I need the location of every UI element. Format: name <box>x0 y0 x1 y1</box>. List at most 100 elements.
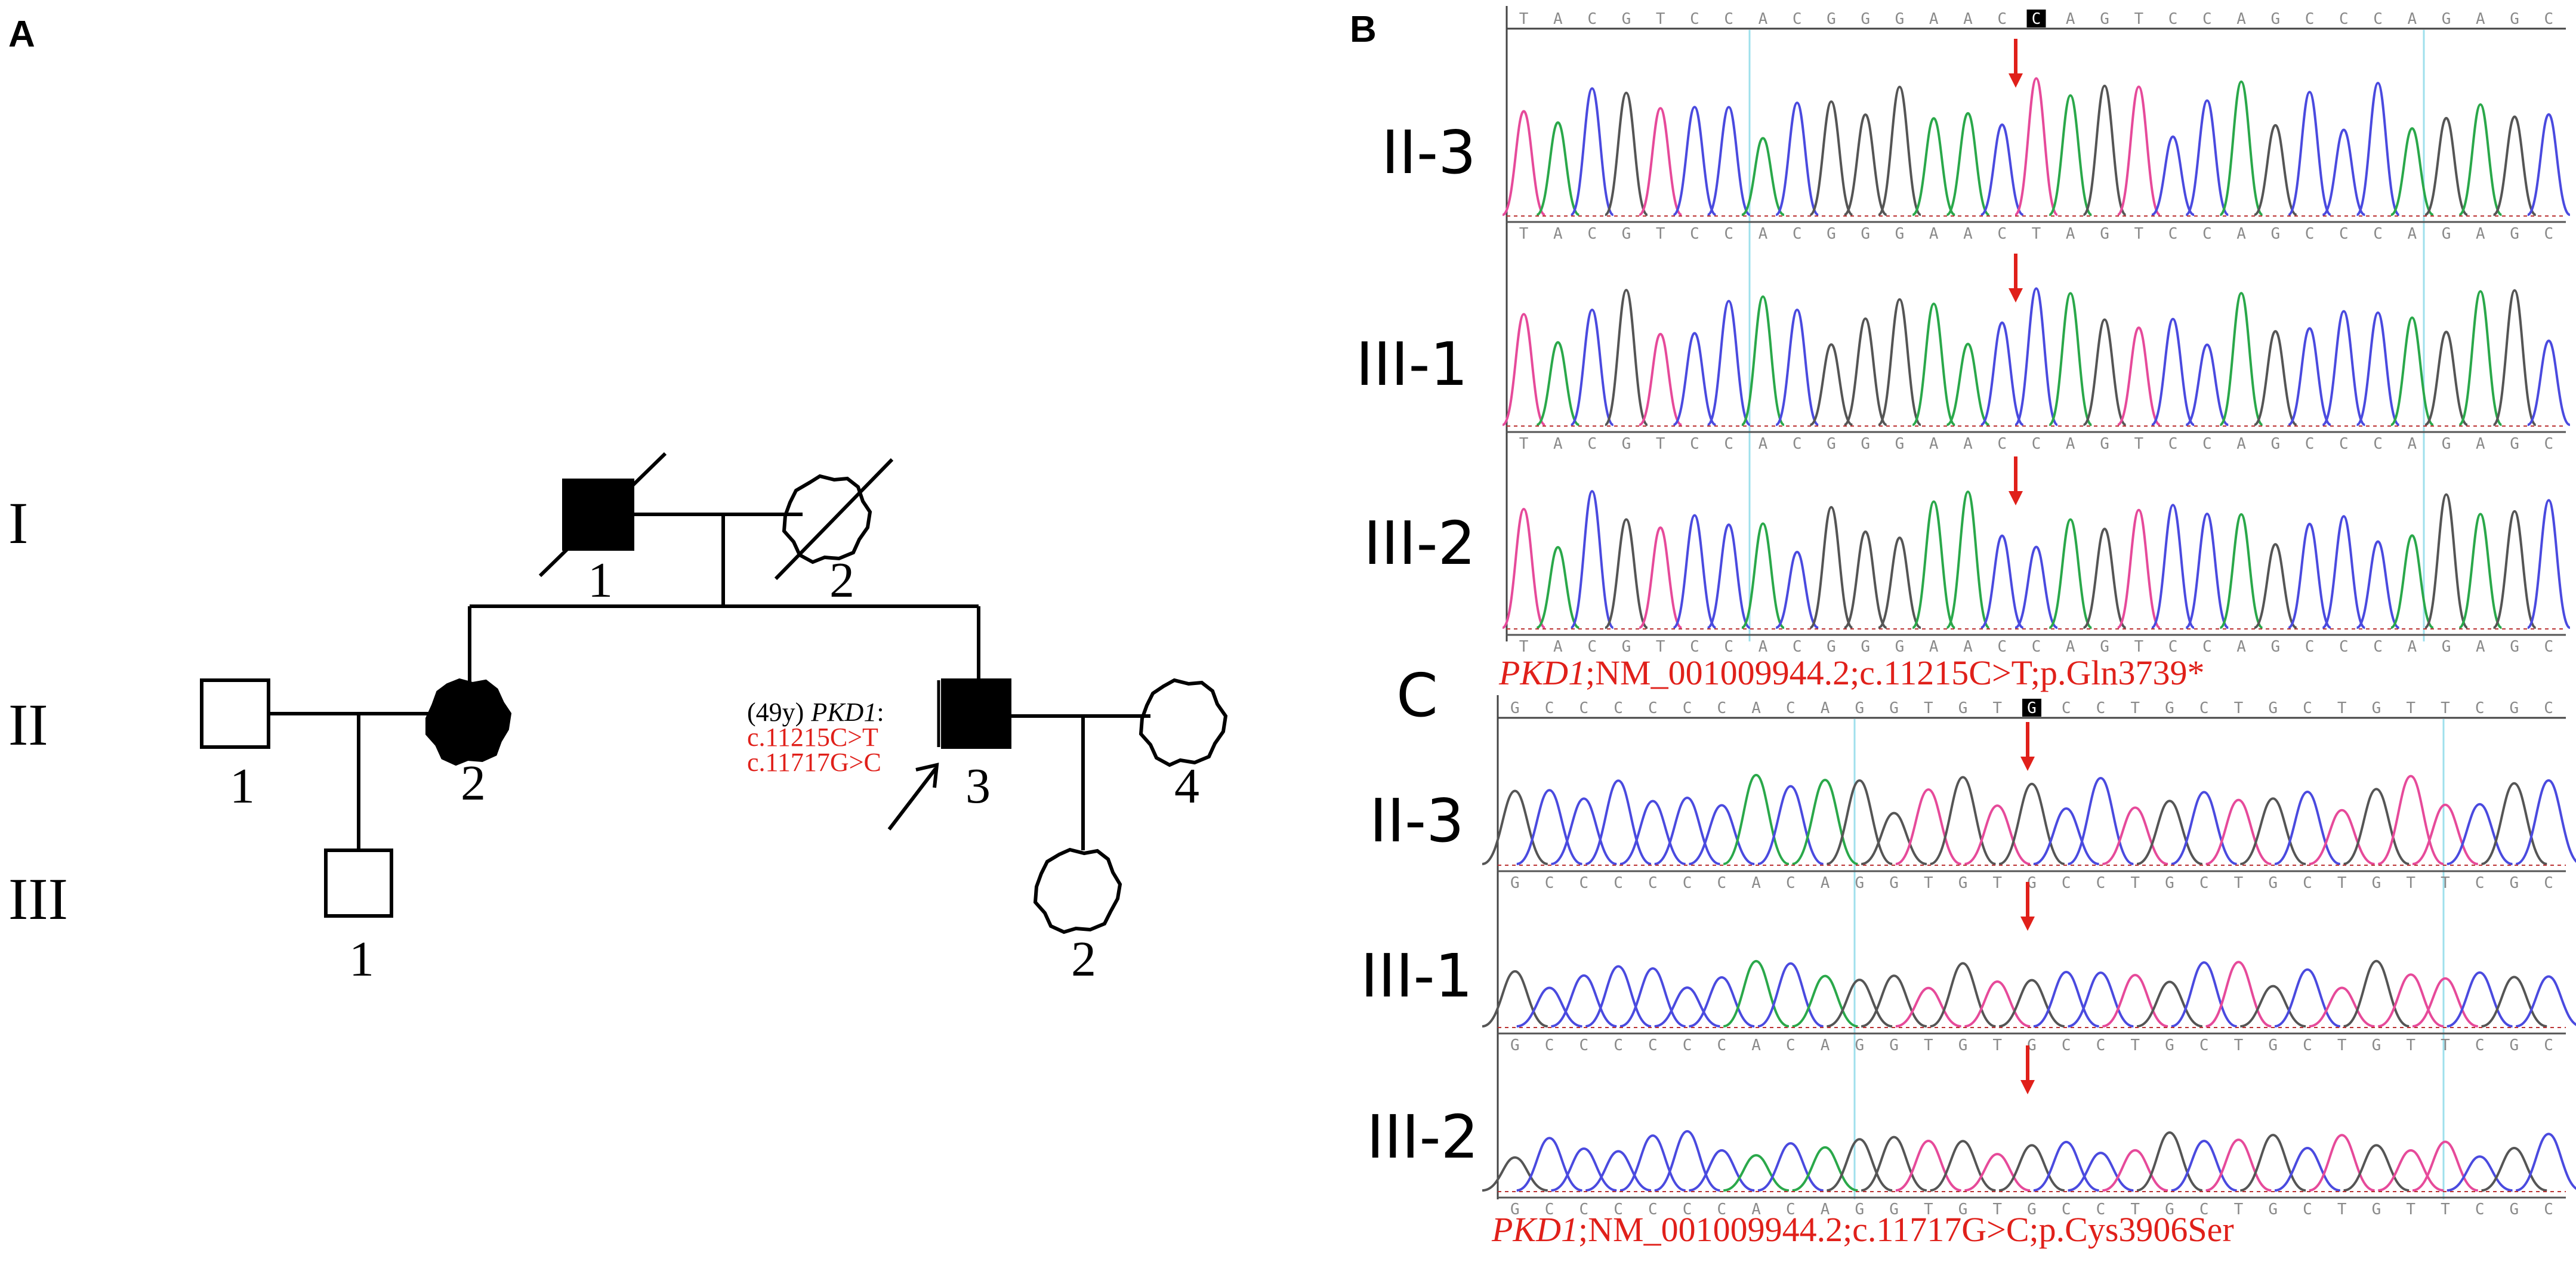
panel-b-row-0-peak-C <box>1570 87 1614 216</box>
panel-b-row-0-peak-C <box>2185 99 2229 216</box>
panel-b-row-0-sequence-base: G <box>2442 225 2451 243</box>
panel-c-row-1-peak-C <box>1619 967 1686 1028</box>
panel-b-row-1-peak-G <box>2083 318 2127 426</box>
panel-b-top-sequence-base: C <box>1793 10 1802 28</box>
pedigree-I-1-deceased-slash <box>538 452 667 578</box>
panel-c-row-0-sequence-base: T <box>2406 874 2415 892</box>
panel-c-row-0-peak-T <box>2102 806 2168 865</box>
panel-b-row-0-sequence-base: C <box>1997 225 2007 243</box>
panel-c-row-2-sequence-base: T <box>2337 1201 2347 1218</box>
panel-b-row-1-sequence-base: T <box>1656 435 1665 453</box>
panel-c-row-1-red-arrowhead <box>2020 917 2035 931</box>
pedigree-id-II-3: 3 <box>965 758 991 814</box>
panel-b-top-sequence-base: G <box>2270 10 2280 28</box>
panel-c-row-1-sequence-base: T <box>2234 1036 2244 1054</box>
panel-c-row-2-sequence-base: T <box>1924 1201 1933 1218</box>
panel-c-row-2-sequence-base: G <box>2510 1201 2519 1218</box>
panel-b-top-sequence-highlight-base: C <box>2032 10 2041 28</box>
panel-c-row-1-peak-C <box>1689 976 1755 1028</box>
panel-c-row-2-sequence-base: A <box>1751 1201 1761 1218</box>
panel-c-row-label-II-3: II-3 <box>1369 786 1464 856</box>
panel-c-row-1-peak-C <box>1585 965 1652 1028</box>
panel-c-row-1-sequence-base: C <box>1683 1036 1692 1054</box>
panel-c-row-2-peak-C <box>1654 1130 1720 1192</box>
panel-c-row-0-peak-T <box>2205 798 2272 865</box>
panel-c-row-0-peak-G <box>2136 800 2203 865</box>
panel-b-row-label-II-3: II-3 <box>1381 118 1476 187</box>
panel-b-row-2-sequence-base: A <box>1929 638 1939 656</box>
panel-c-row-0-peak-C <box>1689 804 1755 865</box>
panel-c-row-2-sequence-base: C <box>1786 1201 1796 1218</box>
panel-c-row-2-sequence-base: C <box>1579 1201 1589 1218</box>
panel-c-row-1-peak-G <box>1861 974 1927 1028</box>
panel-b-row-2-sequence-base: G <box>1895 638 1905 656</box>
generation-label-I: I <box>8 490 28 556</box>
panel-c-row-1-peak-C <box>2515 975 2576 1028</box>
panel-c-row-1-sequence-base: A <box>1821 1036 1830 1054</box>
panel-b-row-2-peak-T <box>2117 508 2161 629</box>
panel-b-row-1-sequence-base: A <box>2476 435 2485 453</box>
panel-c-row-0-sequence-base: T <box>1992 874 2002 892</box>
panel-c-row-1-sequence-base: C <box>1614 1036 1623 1054</box>
pedigree-II-2-affected-female <box>425 678 512 766</box>
generation-label-III: III <box>8 866 68 932</box>
panel-b-row-0-peak-G <box>2083 84 2127 216</box>
panel-c-row-0-sequence-base: T <box>2234 874 2244 892</box>
panel-c-row-2-sequence-base: G <box>2268 1201 2278 1218</box>
panel-c-row-0-peak-C <box>1551 797 1617 865</box>
panel-b-row-1-red-arrowhead <box>2009 288 2023 303</box>
proband-arrow <box>887 767 937 831</box>
panel-b-row-0-peak-C <box>1673 106 1717 216</box>
panel-c-row-1-sequence-base: C <box>2199 1036 2209 1054</box>
panel-c-top-sequence-base: T <box>2441 699 2450 717</box>
panel-b-row-2-sequence-base: G <box>2270 638 2280 656</box>
panel-b-top-sequence-base: G <box>1622 10 1631 28</box>
pedigree-II-3-affected-male-proband <box>941 678 1011 749</box>
panel-b-row-0-sequence-base: T <box>1656 225 1665 243</box>
panel-b-row-2-sequence-base: G <box>1861 638 1870 656</box>
panel-c-top-sequence-base: C <box>1717 699 1726 717</box>
pedigree-id-I-2: 2 <box>829 553 854 608</box>
panel-b-row-1-sequence-base: T <box>2134 435 2143 453</box>
panel-c-row-0-peak-C <box>1654 796 1720 865</box>
panel-c-row-0-sequence-base: G <box>1889 874 1899 892</box>
panel-c-row-2-peak-T <box>2102 1149 2168 1192</box>
panel-b-row-0-sequence-base: G <box>2270 225 2280 243</box>
panel-b-row-0-sequence-base: G <box>1895 225 1905 243</box>
panel-b-row-0-sequence-base: C <box>1690 225 1699 243</box>
panel-b-row-2-peak-T <box>1502 508 1546 629</box>
panel-b-row-0-sequence-base: C <box>2168 225 2178 243</box>
pedigree-I-1-affected-male <box>562 479 634 551</box>
panel-c-top-sequence-base: C <box>2303 699 2312 717</box>
pedigree-II-4-female <box>1139 678 1228 767</box>
proband-gene: PKD1 <box>810 698 877 727</box>
panel-b-top-sequence-base: A <box>2066 10 2075 28</box>
pedigree-I-2-deceased-slash <box>774 458 894 581</box>
panel-b-row-0-peak-C <box>1707 106 1751 216</box>
panel-b-row-2-sequence-base: T <box>1519 638 1529 656</box>
panel-c-caption-variant: ;NM_001009944.2;c.11717G>C;p.Cys3906Ser <box>1578 1210 2234 1249</box>
pedigree-id-II-4: 4 <box>1174 758 1199 814</box>
panel-b-row-0-sequence-base: A <box>1759 225 1768 243</box>
panel-b-row-2-peak-C <box>1570 490 1614 629</box>
panel-b-row-1-peak-G <box>2492 289 2537 426</box>
panel-c-row-2-peak-G <box>2239 1134 2306 1192</box>
panel-c-row-0-sequence-base: A <box>1751 874 1761 892</box>
panel-b-row-0-sequence-base: A <box>1553 225 1563 243</box>
proband-arrowhead <box>915 763 939 788</box>
panel-b-row-label-III-1: III-1 <box>1356 329 1468 399</box>
panel-c-row-2-sequence-base: G <box>1855 1201 1864 1218</box>
panel-c-row-2-peak-T <box>2309 1134 2375 1192</box>
panel-c-row-2-sequence-base: T <box>2130 1201 2140 1218</box>
panel-c-top-sequence-base: T <box>1992 699 2002 717</box>
panel-c-top-sequence-base: G <box>2165 699 2174 717</box>
panel-c-row-2-peak-T <box>2205 1138 2272 1192</box>
panel-c-row-0-sequence-base: C <box>1579 874 1589 892</box>
pedigree: I II III 1 2 1 2 3 4 (49y <box>8 452 1228 987</box>
panel-b-row-0-sequence-base: C <box>1724 225 1733 243</box>
generation-label-II: II <box>8 692 48 758</box>
panel-b-row-0-peak-G <box>2492 115 2537 216</box>
panel-c-row-2-sequence-base: C <box>1648 1201 1658 1218</box>
panel-c-row-2-peak-C <box>1516 1137 1582 1192</box>
pedigree-id-III-1: 1 <box>349 931 374 987</box>
